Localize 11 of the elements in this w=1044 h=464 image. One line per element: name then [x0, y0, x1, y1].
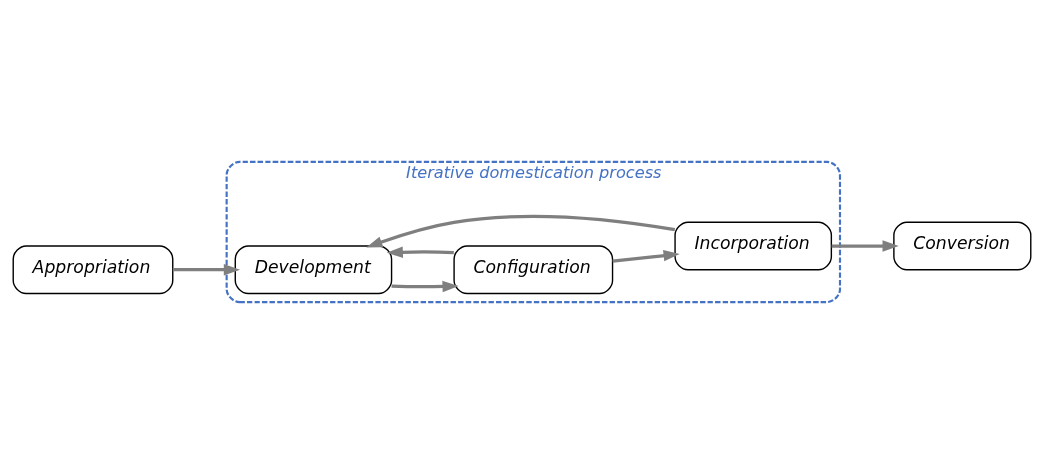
arrow — [366, 214, 676, 248]
node-box: Configuration — [453, 245, 614, 295]
node-box: Conversion — [893, 221, 1032, 271]
arrow — [386, 246, 454, 258]
node-box: Incorporation — [674, 221, 833, 271]
arrow — [172, 264, 240, 276]
arrow — [831, 240, 899, 252]
arrow — [612, 250, 680, 263]
arrow — [391, 280, 459, 293]
node-box: Development — [234, 245, 393, 295]
node-box: Appropriation — [12, 245, 174, 295]
